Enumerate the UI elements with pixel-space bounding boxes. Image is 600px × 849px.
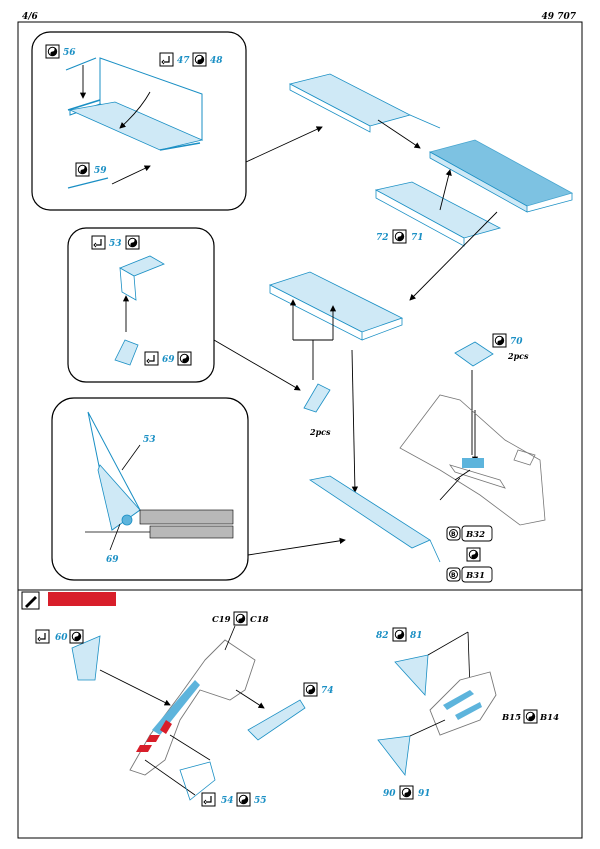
top-rail-assembly: 72 71 [288,73,574,247]
inset-c: 53 69 [51,397,249,581]
part-72: 72 [376,233,389,243]
part-81: 81 [410,631,423,641]
part-47: 47 [177,56,190,66]
color-swatch-red [48,592,116,606]
part-71: 71 [411,233,424,243]
part-69-b: 69 [162,355,175,365]
page-frame [17,21,583,839]
leg-assembly: 60 C19 C18 74 54 55 [35,611,334,807]
inset-b: 53 69 [67,227,215,383]
plate-quantity: 2pcs [507,351,529,361]
page-number: 4/6 [22,12,38,22]
bracket-quantity: 2pcs [309,427,331,437]
part-59: 59 [94,166,107,176]
part-91: 91 [418,789,431,799]
part-69-c: 69 [106,555,119,565]
fuselage-assembly: 70 2pcs [399,333,546,526]
part-90: 90 [383,789,396,799]
part-60: 60 [55,633,68,643]
part-74: 74 [321,686,334,696]
middle-rail-assembly: 2pcs [268,271,404,493]
part-53-b: 53 [109,239,122,249]
kit-number: 49 707 [541,12,576,22]
paint-brush-icon [25,596,37,608]
inset-a: 56 47 48 59 [31,31,247,211]
part-c18: C18 [250,615,269,625]
part-48: 48 [210,56,223,66]
part-b15: B15 [501,713,521,723]
part-54: 54 [221,796,234,806]
part-55: 55 [254,796,267,806]
part-c19: C19 [212,615,231,625]
part-53-c: 53 [143,435,156,445]
ref-b32: B32 [465,530,485,540]
part-56: 56 [63,48,76,58]
ref-b31: B31 [465,571,485,581]
part-82: 82 [376,631,389,641]
door-assembly: 82 81 B15 B14 90 91 [376,627,559,800]
paint-indicator [21,591,116,610]
plastic-references: B32 B31 [446,525,493,583]
bottom-rail-assembly [308,469,471,563]
part-b14: B14 [539,713,559,723]
part-70: 70 [510,337,523,347]
